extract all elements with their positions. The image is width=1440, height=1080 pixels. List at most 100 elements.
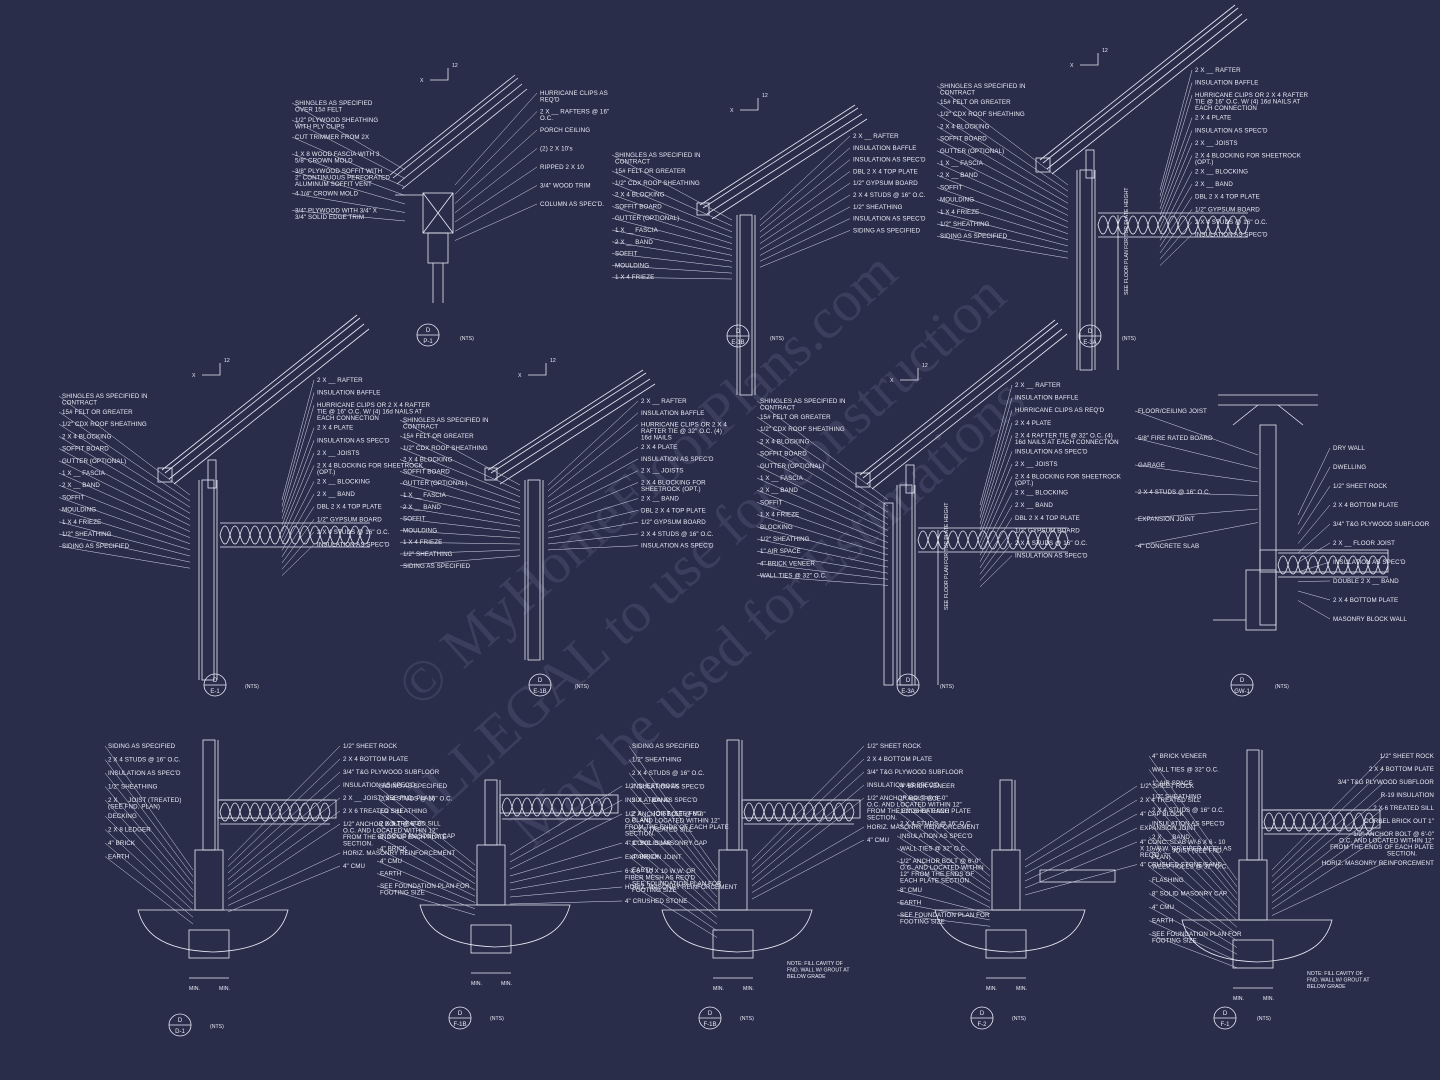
left-label: 2 X 4 BLOCKING: [940, 123, 990, 130]
leader-line: [509, 870, 623, 891]
right-label: 2 X __ RAFTER: [1195, 67, 1241, 74]
leader-line: [509, 842, 623, 877]
right-label: 1/2" GYPSUM BOARD: [853, 180, 918, 187]
right-label: 2 X __ BLOCKING: [1015, 490, 1068, 497]
right-label: 2 X 4 TREATED SILL: [1140, 797, 1201, 804]
left-label: SOFFIT: [62, 494, 85, 501]
right-label: 4" CMU: [867, 837, 889, 844]
right-label: 4" CRUSHED STONE/SAND: [1140, 862, 1222, 869]
leader-line: [979, 517, 1013, 569]
left-label: CONTRACT: [62, 400, 97, 407]
right-label: 6 X 6 - 10 X 10 W.W. OR: [625, 868, 696, 875]
detail-scale-note: (NTS): [575, 684, 589, 690]
leader-line: [1297, 523, 1331, 554]
right-label: EXPANSION JOINT: [1140, 825, 1197, 832]
left-label: GARAGE: [1138, 462, 1165, 469]
detail-tag-letter: D: [1223, 1011, 1228, 1017]
top-plate-height-note: SEE FLOOR PLAN FOR TOP PLATE HEIGHT: [944, 502, 950, 610]
leader-line: [1159, 196, 1193, 247]
leader-line: [547, 482, 639, 521]
leader-line: [751, 745, 865, 861]
left-label: SHINGLES AS SPECIFIED: [295, 100, 373, 107]
leader-line: [756, 453, 889, 525]
left-label: GUTTER (OPTIONAL): [403, 480, 467, 487]
leader-line: [227, 784, 341, 880]
right-label: HORIZ. MASONRY REINFORCEMENT: [625, 884, 737, 891]
leader-line: [376, 860, 476, 903]
leader-line: [759, 206, 851, 256]
leader-line: [979, 542, 1013, 581]
left-label: 2 X 6 TREATED SILL: [380, 821, 441, 828]
left-label: FOOTING SIZE: [632, 887, 677, 894]
left-label: 2 X 4 STUDS @ 16" O.C.: [1152, 807, 1225, 814]
leader-line: [1134, 437, 1259, 469]
left-label: 2 X __ BAND: [62, 482, 100, 489]
leader-line: [58, 509, 191, 551]
left-label: EARTH: [1152, 918, 1173, 925]
leader-line: [628, 745, 718, 871]
left-label: EXPANSION JOINT: [1138, 516, 1195, 523]
left-label: 2 X 4 BLOCKING: [760, 438, 810, 445]
right-label: EACH CONNECTION: [317, 415, 379, 422]
ceiling-framing: [1218, 394, 1318, 426]
right-label: 3/4" T&G PLYWOOD SUBFLOOR: [1338, 779, 1435, 786]
left-label: 1 X __ FASCIA: [615, 227, 659, 234]
left-label: 1/2 SHEATHING: [380, 808, 427, 815]
right-label: O.C. AND LOCATED WITHIN 12": [867, 802, 962, 809]
leader-line: [1297, 590, 1331, 601]
leader-line: [759, 171, 851, 238]
right-label: TIE @ 16" O.C. W/ (4) 16d NAILS AT: [317, 409, 422, 416]
dimension-min-label: MIN.: [743, 986, 754, 992]
left-label: SHINGLES AS SPECIFIED IN: [62, 393, 148, 400]
leader-line: [227, 771, 341, 874]
left-label: 1 X 8 WOOD FASCIA WITH 3: [295, 151, 380, 158]
right-label: RAFTER TIE @ 32" O.C. (4): [641, 428, 722, 435]
leader-line: [104, 856, 194, 925]
right-label: 2 X __ BAND: [1195, 181, 1233, 188]
left-label: WALL TIES @ 32" O.C.: [1152, 767, 1219, 774]
leader-line: [399, 530, 521, 539]
left-label: SIDING AS SPECIFIED: [108, 743, 176, 750]
insulation-batt: [1097, 215, 1249, 226]
left-label: SOFFIT BOARD: [403, 468, 450, 475]
leader-line: [979, 492, 1013, 556]
leader-line: [1134, 410, 1259, 456]
right-label: O.C.: [540, 115, 553, 122]
left-label: (SEE FND. PLAN): [108, 804, 160, 811]
right-label: PORCH CEILING: [540, 127, 590, 134]
left-label: SIDING AS SPECIFIED: [380, 783, 448, 790]
left-label: 4" CMU: [1152, 904, 1174, 911]
leader-line: [281, 452, 315, 532]
leader-line: [547, 470, 639, 515]
left-label: MOULDING: [403, 527, 437, 534]
masonry-wall: [718, 849, 748, 911]
left-label: 5/8" CROWN MOLD: [295, 158, 353, 165]
left-label: 2" CONTINUOUS PERFORATED: [295, 175, 390, 182]
stud-wall-insulation: [201, 479, 215, 681]
right-label: 2 X __ BLOCKING: [317, 479, 370, 486]
leader-line: [454, 203, 538, 241]
grout-note: NOTE: FILL CAVITY OF: [1307, 971, 1363, 977]
pitch-symbol: [1080, 53, 1099, 66]
right-label: 2 X 4 PLATE: [641, 444, 677, 451]
leader-line: [291, 193, 406, 213]
right-label: DWELLING: [1333, 464, 1366, 471]
right-label: 1/2" ANCHOR BOLT @ 6'-0": [625, 811, 706, 818]
right-label: 2 X 4 STUDS @ 16" O.C.: [641, 531, 714, 538]
leader-line: [979, 422, 1013, 524]
right-label: 3/4" T&G PLYWOOD SUBFLOOR: [343, 769, 440, 776]
roof-shingle-line: [859, 319, 1056, 476]
insulation-batt: [917, 539, 1069, 550]
left-label: 4" BRICK VENEER: [1152, 753, 1207, 760]
leader-line: [751, 771, 865, 874]
leader-line: [896, 902, 991, 921]
left-label: EARTH: [108, 854, 129, 861]
left-label: SHINGLES AS SPECIFIED IN: [940, 83, 1026, 90]
leader-line: [1271, 781, 1385, 884]
leader-line: [399, 506, 521, 527]
masonry-wall: [1238, 859, 1268, 921]
leader-line: [759, 147, 851, 227]
rafter-line: [706, 113, 863, 215]
